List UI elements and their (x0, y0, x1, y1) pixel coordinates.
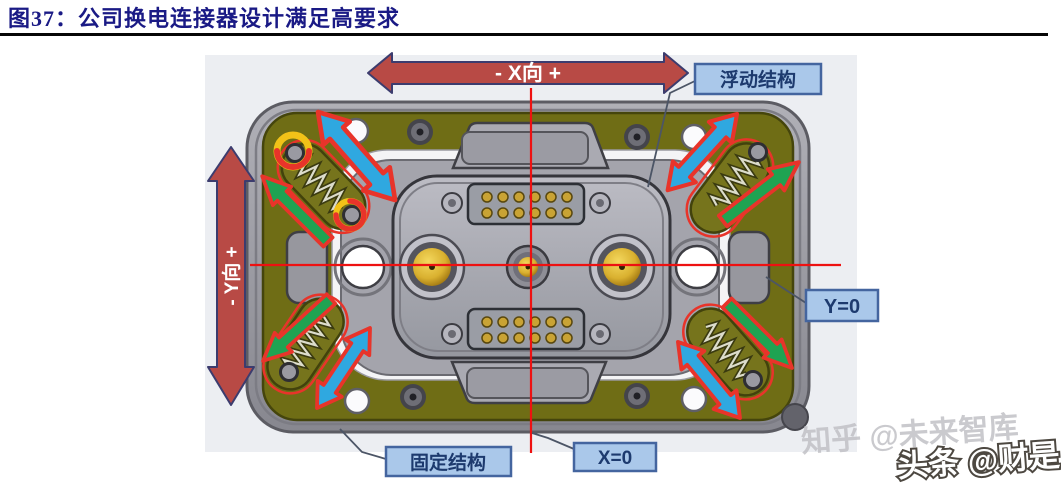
terminal-right (588, 233, 656, 301)
y-axis-label: - Y向 + (220, 246, 243, 305)
title-rule (0, 33, 1048, 36)
body-screw-centers (448, 199, 604, 338)
pin-block-bottom (466, 307, 586, 351)
olive-bar-screws (400, 119, 650, 410)
connector-device (245, 100, 811, 434)
top-tab-inset (461, 131, 589, 165)
leader-lines (339, 79, 807, 460)
pin-block-top (466, 182, 586, 226)
callouts: 浮动结构 Y=0 X=0 固定结构 (384, 62, 880, 478)
svg-text:浮动结构: 浮动结构 (720, 68, 796, 91)
callout-fixed-structure: 固定结构 (384, 445, 513, 478)
leader-y-zero (765, 276, 807, 304)
plate-hole-right (674, 244, 720, 290)
crosshair (250, 88, 841, 453)
y-direction-arrow: - Y向 + (207, 146, 255, 406)
highlight-circles (273, 131, 367, 232)
svg-text:X=0: X=0 (598, 448, 632, 469)
plate-hole-left (340, 244, 386, 290)
bottom-tab-inset (466, 367, 589, 399)
callout-x-zero: X=0 (572, 441, 658, 473)
leader-floating (647, 79, 698, 188)
leader-fixed (339, 428, 387, 460)
figure-title: 图37：公司换电连接器设计满足高要求 (8, 6, 401, 31)
callout-y-zero: Y=0 (804, 288, 880, 323)
terminal-center (505, 244, 551, 290)
leader-x-zero (531, 432, 575, 450)
right-slot (727, 230, 771, 305)
corner-recess (781, 403, 809, 431)
svg-text:固定结构: 固定结构 (410, 451, 486, 474)
outer-frame-inner-line (254, 108, 802, 426)
x-axis-label: - X向 + (495, 61, 561, 85)
corner-assembly-top-right (685, 138, 775, 238)
x-direction-arrow: - X向 + (367, 52, 689, 94)
plate-hole-ring-left (333, 237, 393, 297)
callout-floating-structure: 浮动结构 (693, 62, 823, 96)
terminal-left (398, 233, 466, 301)
svg-text:Y=0: Y=0 (824, 296, 860, 318)
